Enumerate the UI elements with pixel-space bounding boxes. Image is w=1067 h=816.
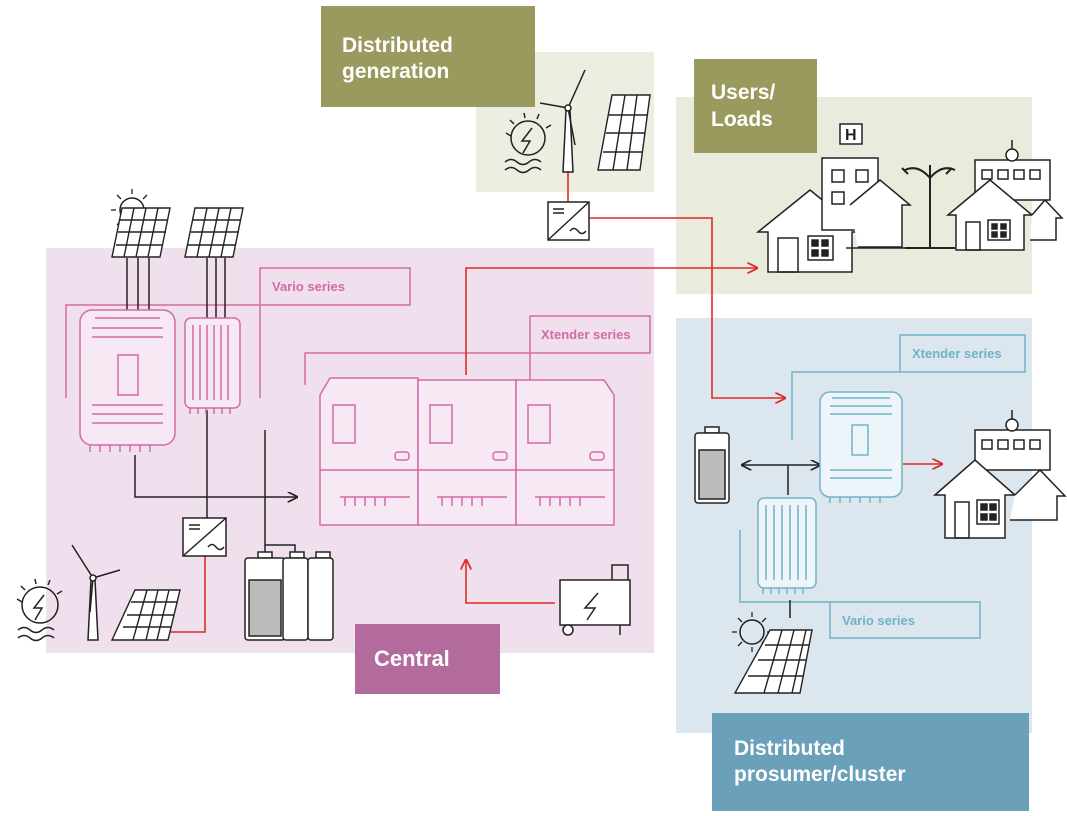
distributed-generation-label-line1: Distributed (342, 34, 453, 57)
vario-inverter-large (79, 309, 176, 452)
generator-icon (559, 564, 631, 636)
street-lamp-icon (901, 165, 956, 249)
users-loads-tag: Users/ Loads (694, 59, 817, 153)
central-tag: Central (355, 624, 500, 694)
xtender-inverter-prosumer (819, 391, 903, 503)
house-icon (755, 189, 865, 273)
wind-turbine-icon (71, 544, 121, 641)
central-callouts (65, 267, 651, 398)
central-label: Central (374, 646, 450, 671)
xtender-series-central-label: Xtender series (541, 327, 631, 342)
vario-series-central-label: Vario series (272, 279, 345, 294)
hospital-icon: H (821, 123, 913, 248)
vario-series-prosumer-label: Vario series (842, 613, 915, 628)
users-loads-label-line2: Loads (711, 108, 773, 131)
prosumer-callouts (739, 334, 1026, 639)
distributed-generation-label-line2: generation (342, 60, 449, 83)
distributed-prosumer-tag: Distributed prosumer/cluster (712, 713, 1029, 811)
hydro-icon-generation (504, 112, 552, 174)
power-flow-lines (165, 172, 942, 633)
dc-wiring (126, 258, 820, 618)
distributed-prosumer-label-line1: Distributed (734, 737, 845, 760)
distributed-generation-tag: Distributed generation (321, 6, 535, 107)
battery-icon (244, 551, 334, 641)
solar-panel-icon (111, 207, 244, 258)
vario-inverter-prosumer (757, 497, 817, 594)
hydro-icon (16, 578, 63, 642)
solar-panel-icon-prosumer (733, 629, 813, 694)
inverter-icon (182, 517, 227, 557)
users-loads-label-line1: Users/ (711, 81, 775, 104)
distributed-prosumer-label-line2: prosumer/cluster (734, 763, 906, 786)
hospital-sign: H (845, 127, 857, 144)
wind-turbine-icon-generation (539, 69, 586, 173)
vario-inverter-small (184, 317, 241, 414)
xtender-inverter-stack (319, 377, 615, 526)
inverter-icon-generation (547, 201, 590, 241)
solar-panel-icon-central-bottom (110, 589, 181, 641)
solar-panel-icon-generation (597, 94, 651, 171)
house-school-icon-prosumer (933, 410, 1067, 539)
battery-icon-prosumer (694, 426, 730, 504)
xtender-series-prosumer-label: Xtender series (912, 346, 1002, 361)
school-icon (945, 140, 1064, 251)
